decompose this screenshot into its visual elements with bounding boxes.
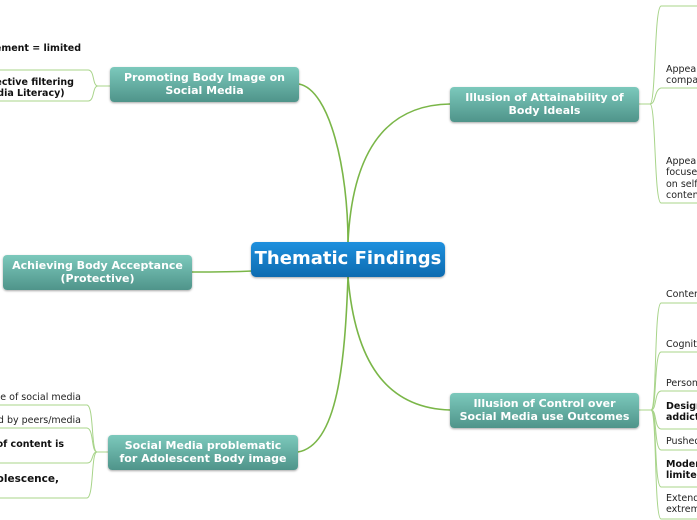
topic-label: Social Media problematic for Adolescent … [119, 438, 287, 465]
leaf-text-line: Design [666, 401, 697, 412]
leaf-text-line: of content is [0, 439, 64, 450]
leaf-link [650, 351, 697, 411]
topic-label: Illusion of Control over Social Media us… [459, 396, 630, 423]
leaf-link [0, 427, 98, 453]
link-central-control [347, 276, 451, 411]
leaf-link [639, 302, 697, 411]
leaf-attainability-2[interactable]: Appearfocusedon self-conten [666, 156, 697, 202]
leaf-problematic-0[interactable]: se of social media [0, 392, 81, 403]
leaf-promoting-0[interactable]: rement = limited [0, 43, 81, 54]
leaf-text-line: se of social media [0, 392, 81, 403]
leaf-link [649, 103, 697, 204]
leaf-link [649, 87, 697, 105]
link-central-acceptance [191, 270, 253, 273]
leaf-problematic-3[interactable]: dolescence, [0, 473, 59, 486]
topic-label: Promoting Body Image on Social Media [124, 70, 285, 97]
leaf-text-line: Visually [666, 0, 697, 3]
leaf-text-line: Conten [666, 289, 697, 300]
leaf-problematic-2[interactable]: of content is [0, 439, 64, 450]
leaf-attainability-1[interactable]: Appearcompar [666, 64, 697, 87]
leaf-text-line: Appear [666, 64, 697, 75]
leaf-link [0, 451, 98, 464]
leaf-text-line: rement = limited [0, 43, 81, 54]
leaf-control-1[interactable]: Cogniti [666, 339, 697, 350]
topic-label: Achieving Body Acceptance (Protective) [12, 258, 183, 285]
leaf-control-3[interactable]: Designaddict [666, 401, 697, 424]
leaf-text-line: Moder [666, 459, 697, 470]
leaf-text-line: dolescence, [0, 473, 59, 485]
leaf-control-5[interactable]: Moderlimited [666, 459, 697, 482]
leaf-text-line: focused [666, 167, 697, 179]
central-topic[interactable]: Thematic Findings [251, 242, 445, 277]
topic-social-media-problematic[interactable]: Social Media problematic for Adolescent … [108, 435, 298, 470]
leaf-text-line: conten [666, 190, 697, 202]
link-central-promoting [298, 83, 349, 243]
leaf-promoting-1[interactable]: tective filteringedia Literacy) [0, 77, 74, 100]
leaf-link [650, 409, 697, 520]
leaf-link [0, 85, 99, 102]
topic-illusion-of-attainability[interactable]: Illusion of Attainability of Body Ideals [450, 87, 639, 122]
link-central-problematic [297, 276, 349, 453]
central-topic-label: Thematic Findings [254, 248, 442, 270]
leaf-link [639, 5, 697, 105]
leaf-text-line: Appear [666, 156, 697, 167]
topic-promoting-body-image[interactable]: Promoting Body Image on Social Media [110, 67, 299, 102]
leaf-problematic-1[interactable]: ed by peers/media [0, 415, 81, 426]
topic-achieving-body-acceptance[interactable]: Achieving Body Acceptance (Protective) [3, 255, 192, 290]
topic-illusion-of-control[interactable]: Illusion of Control over Social Media us… [450, 393, 639, 428]
leaf-text-line: Pushed [666, 436, 697, 447]
leaf-text-line: compar [666, 75, 697, 87]
leaf-text-line: extrem [666, 504, 697, 516]
leaf-attainability-0[interactable]: Visually [666, 0, 697, 3]
link-central-attainability [347, 103, 451, 243]
leaf-text-line: addict [666, 412, 697, 424]
leaf-control-4[interactable]: Pushed [666, 436, 697, 447]
leaf-text-line: Cogniti [666, 339, 697, 350]
leaf-text-line: Extend [666, 493, 697, 504]
leaf-text-line: limited [666, 470, 697, 482]
leaf-text-line: edia Literacy) [0, 88, 65, 100]
leaf-control-2[interactable]: Person [666, 378, 697, 389]
leaf-control-0[interactable]: Conten [666, 289, 697, 300]
leaf-link [0, 451, 98, 499]
leaf-text-line: Person [666, 378, 697, 389]
topic-label: Illusion of Attainability of Body Ideals [465, 90, 624, 117]
leaf-text-line: ed by peers/media [0, 415, 81, 426]
leaf-text-line: on self- [666, 178, 697, 190]
leaf-text-line: tective filtering [0, 77, 74, 88]
leaf-link [650, 390, 697, 411]
